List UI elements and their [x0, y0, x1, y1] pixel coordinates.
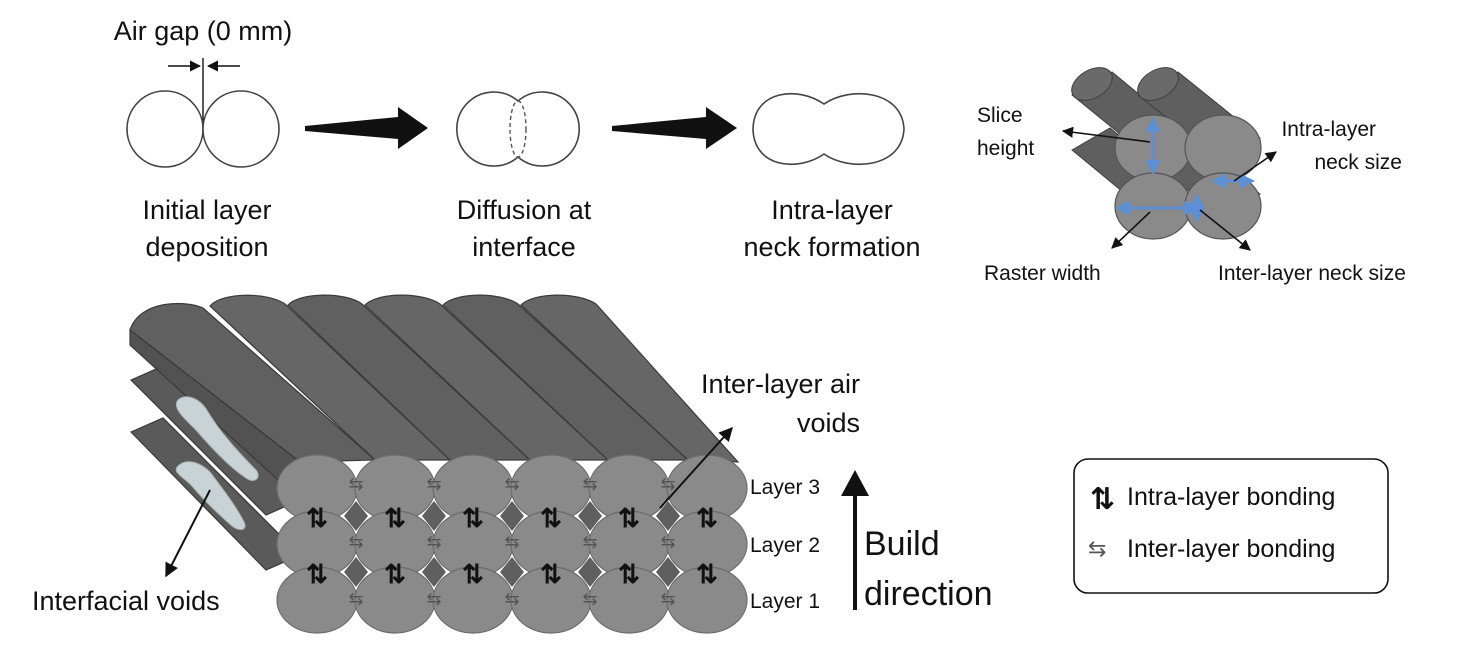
process-arrow-2	[612, 107, 737, 149]
svg-text:⇅: ⇅	[540, 503, 562, 533]
process-sequence: Air gap (0 mm) Initial layer deposition …	[114, 16, 921, 262]
intra-neck-leader	[1233, 151, 1277, 182]
svg-text:⇆: ⇆	[504, 474, 519, 494]
svg-text:⇅: ⇅	[384, 503, 406, 533]
layer-1-label: Layer 1	[750, 590, 820, 613]
step3-caption-line1: Intra-layer	[771, 195, 893, 225]
build-direction-label-line2: direction	[864, 575, 993, 613]
inter-layer-air-void-shapes	[344, 501, 680, 587]
svg-text:⇆: ⇆	[348, 474, 363, 494]
inter-layer-voids-label-line2: voids	[797, 408, 860, 438]
svg-text:⇆: ⇆	[348, 532, 363, 552]
interfacial-void-shapes	[175, 396, 259, 530]
svg-text:⇅: ⇅	[384, 559, 406, 589]
svg-text:⇅: ⇅	[696, 503, 718, 533]
svg-text:⇅: ⇅	[306, 503, 328, 533]
intra-neck-label-line2: neck size	[1314, 151, 1402, 174]
process-arrow-1	[305, 107, 428, 149]
interfacial-voids-label: Interfacial voids	[32, 586, 220, 616]
inter-layer-voids-leader	[659, 426, 733, 509]
detail-dimensions	[1115, 117, 1255, 223]
initial-deposition-circles	[126, 90, 280, 168]
build-direction-label-line1: Build	[864, 525, 940, 563]
svg-text:⇆: ⇆	[426, 474, 441, 494]
legend-inter-glyph: ⇆	[1088, 537, 1106, 562]
raster-width-leader	[1111, 211, 1151, 249]
filament-end-faces	[276, 454, 748, 634]
build-direction-arrow	[841, 470, 869, 610]
legend-inter-label: Inter-layer bonding	[1127, 535, 1335, 563]
slice-height-label-line1: Slice	[977, 104, 1023, 127]
step1-caption-line1: Initial layer	[142, 195, 271, 225]
intra-layer-bond-glyphs: ⇅ ⇅ ⇅ ⇅ ⇅ ⇅ ⇅ ⇅ ⇅ ⇅ ⇅ ⇅	[306, 503, 718, 589]
svg-text:⇆: ⇆	[582, 589, 597, 609]
svg-text:⇆: ⇆	[504, 589, 519, 609]
layer-stack-figure: ⇅ ⇅ ⇅ ⇅ ⇅ ⇅ ⇅ ⇅ ⇅ ⇅ ⇅ ⇅ ⇆ ⇆ ⇆ ⇆ ⇆ ⇆ ⇆ ⇆ …	[32, 294, 993, 634]
inter-neck-leader	[1199, 209, 1251, 251]
step3-caption-line2: neck formation	[743, 232, 920, 262]
svg-text:⇅: ⇅	[540, 559, 562, 589]
svg-text:⇆: ⇆	[582, 474, 597, 494]
svg-text:⇅: ⇅	[462, 559, 484, 589]
layer-2-label: Layer 2	[750, 534, 820, 557]
svg-text:⇆: ⇆	[660, 474, 675, 494]
svg-text:⇆: ⇆	[504, 532, 519, 552]
legend-intra-label: Intra-layer bonding	[1127, 483, 1335, 511]
legend-box: ⇅ Intra-layer bonding ⇆ Inter-layer bond…	[1073, 458, 1389, 594]
svg-text:⇆: ⇆	[426, 589, 441, 609]
raster-width-label: Raster width	[984, 262, 1101, 285]
svg-text:⇅: ⇅	[306, 559, 328, 589]
air-gap-label: Air gap (0 mm)	[114, 16, 293, 46]
slice-height-leader	[1061, 126, 1151, 143]
step1-caption-line2: deposition	[145, 232, 268, 262]
svg-text:⇆: ⇆	[348, 589, 363, 609]
intra-neck-label-line1: Intra-layer	[1281, 118, 1376, 141]
svg-text:⇆: ⇆	[426, 532, 441, 552]
neck-formation-shape	[752, 92, 905, 166]
air-gap-dimension	[168, 58, 240, 124]
svg-text:⇆: ⇆	[660, 589, 675, 609]
svg-text:⇆: ⇆	[660, 532, 675, 552]
interfacial-voids-leader	[165, 489, 211, 578]
inter-layer-voids-label-line1: Inter-layer air	[701, 369, 860, 399]
inter-neck-label: Inter-layer neck size	[1218, 262, 1406, 285]
inter-layer-bond-glyphs: ⇆ ⇆ ⇆ ⇆ ⇆ ⇆ ⇆ ⇆ ⇆ ⇆ ⇆ ⇆ ⇆ ⇆ ⇆	[348, 474, 675, 609]
neck-detail-figure: Slice height Intra-layer neck size Raste…	[977, 67, 1406, 285]
diffusion-shape	[456, 91, 580, 167]
step2-caption-line1: Diffusion at	[457, 195, 592, 225]
svg-text:⇅: ⇅	[618, 503, 640, 533]
top-layer-rods	[129, 294, 740, 502]
svg-text:⇅: ⇅	[696, 559, 718, 589]
step2-caption-line2: interface	[472, 232, 576, 262]
legend-intra-glyph: ⇅	[1090, 482, 1115, 517]
svg-text:⇆: ⇆	[582, 532, 597, 552]
svg-text:⇅: ⇅	[462, 503, 484, 533]
svg-text:⇅: ⇅	[618, 559, 640, 589]
slice-height-label-line2: height	[977, 137, 1034, 160]
layer-3-label: Layer 3	[750, 476, 820, 499]
